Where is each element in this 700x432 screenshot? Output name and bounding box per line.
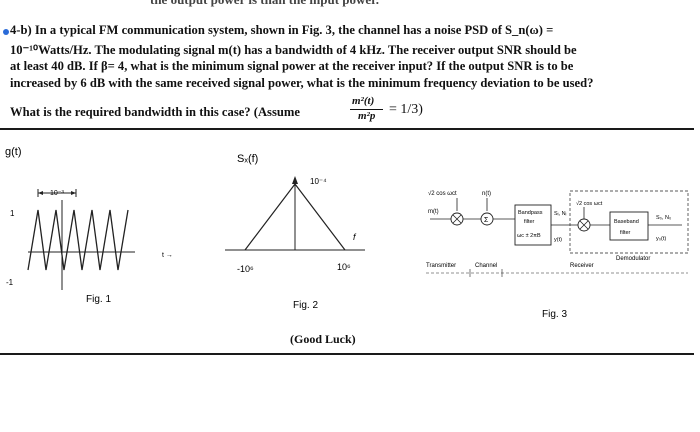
fig3-yo: y₀(t) xyxy=(656,236,666,242)
question-line-3: at least 40 dB. If β= 4, what is the min… xyxy=(10,59,574,73)
assume-denominator: m²p xyxy=(358,110,376,122)
fig3-noise: n(t) xyxy=(482,191,491,197)
fig2-f: f xyxy=(353,232,357,242)
fig1-sawtooth: g(t) 1 -1 10⁻³ t → Fig. 1 xyxy=(5,146,173,305)
fig3-input: m(t) xyxy=(428,209,439,215)
fig1-tick-pos: 1 xyxy=(10,209,15,218)
fig2-xneg: -10⁶ xyxy=(237,264,254,274)
fig3-carrier-rx: √2 cos ωct xyxy=(576,200,603,207)
fig3-si-ni: Sᵢ, Nᵢ xyxy=(554,211,567,217)
fig2-peak: 10⁻⁴ xyxy=(310,177,327,186)
question-line-2: 10⁻¹⁰Watts/Hz. The modulating signal m(t… xyxy=(10,43,577,57)
divider-top xyxy=(0,128,694,130)
bullet-icon xyxy=(3,29,9,35)
fig2-ylabel: Sₓ(f) xyxy=(237,153,258,165)
fig3-demodulator: Demodulator xyxy=(616,256,650,262)
question-line-1: 4-b) In a typical FM communication syste… xyxy=(10,23,554,37)
fig2-psd: Sₓ(f) 10⁻⁴ f -10⁶ 10⁶ Fig. 2 xyxy=(225,153,365,311)
fig3-so-no: S₀, N₀ xyxy=(656,215,671,221)
baseband-l1: Baseband xyxy=(614,219,639,225)
question-line-4: increased by 6 dB with the same received… xyxy=(10,76,594,90)
fig1-ylabel: g(t) xyxy=(5,146,22,158)
fig1-period: 10⁻³ xyxy=(50,190,64,197)
fig3-receiver: Receiver xyxy=(570,263,594,269)
baseband-l2: filter xyxy=(620,230,631,236)
fig3-transmitter: Transmitter xyxy=(426,263,456,269)
bandpass-l1: Bandpass xyxy=(518,210,543,216)
fig3-carrier-tx: √2 cos ωct xyxy=(428,190,457,197)
assume-value: = 1/3) xyxy=(389,102,423,117)
fig1-tick-neg: -1 xyxy=(6,278,14,287)
adder-sigma: Σ xyxy=(484,217,489,224)
fig3-block-diagram: √2 cos ωct n(t) m(t) Σ Bandpass filter ω… xyxy=(426,190,689,320)
question-line-5: What is the required bandwidth in this c… xyxy=(10,105,300,119)
baseband-box xyxy=(609,211,649,241)
divider-bottom xyxy=(0,353,694,355)
fig3-channel: Channel xyxy=(475,263,497,269)
bandpass-l3: ωc ± 2πB xyxy=(517,233,541,239)
assume-numerator: m²(t) xyxy=(352,95,375,107)
bandpass-box xyxy=(514,204,552,246)
bandpass-l2: filter xyxy=(524,219,535,225)
top-fragment: the output power is than the input power… xyxy=(150,0,379,8)
good-luck-text: (Good Luck) xyxy=(290,332,356,346)
fig1-caption: Fig. 1 xyxy=(86,294,111,305)
fig2-xpos: 10⁶ xyxy=(337,262,351,272)
fig1-t-arrow: t → xyxy=(162,252,173,259)
fig3-yt: y(t) xyxy=(554,237,562,243)
fig3-caption: Fig. 3 xyxy=(542,309,567,320)
fraction-bar xyxy=(350,109,383,110)
fig2-caption: Fig. 2 xyxy=(293,300,318,311)
